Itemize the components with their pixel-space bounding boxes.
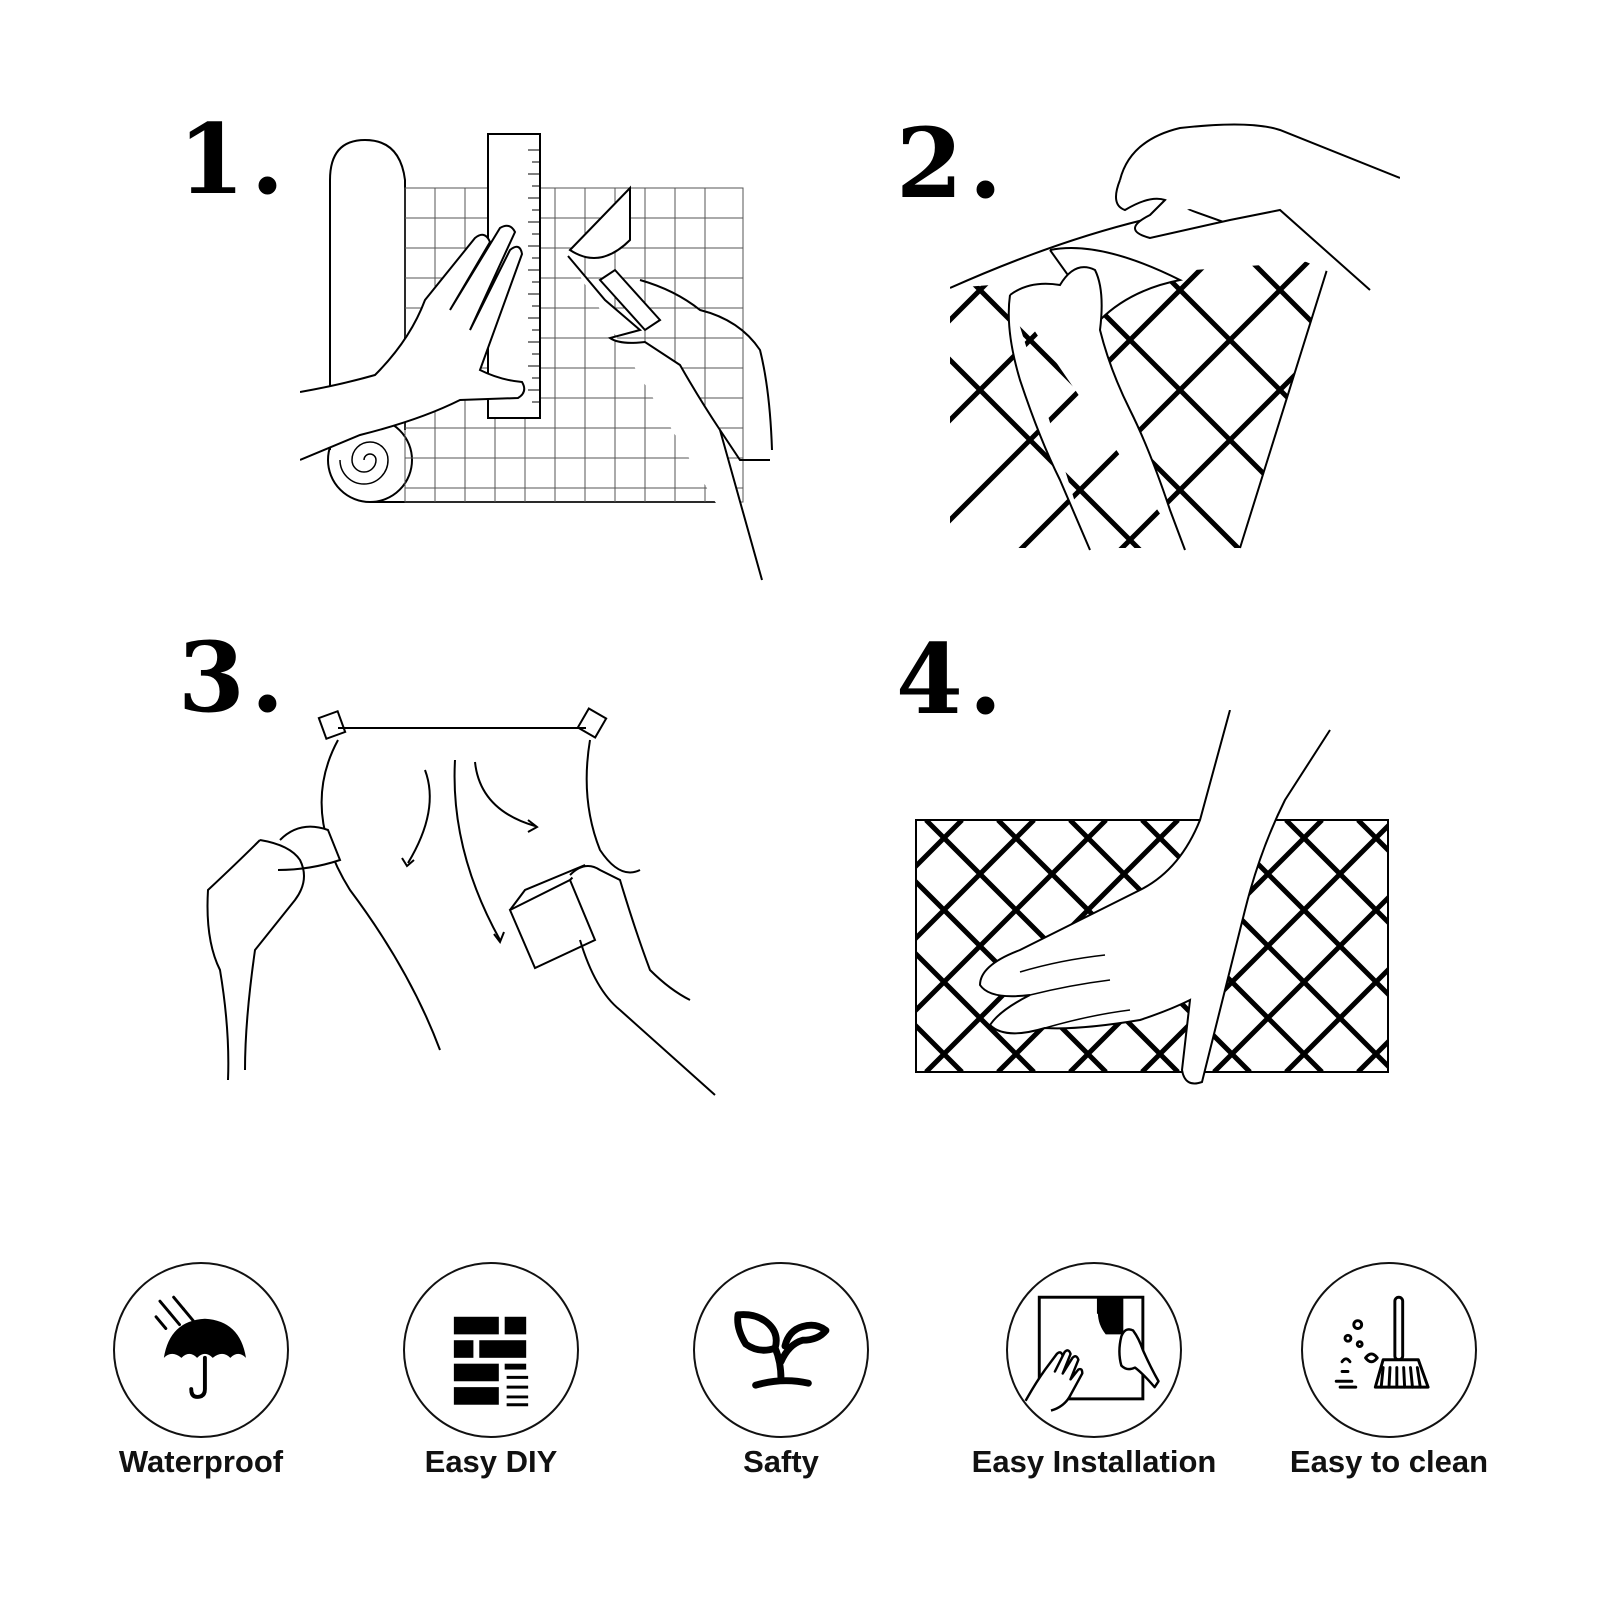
feature-easy-to-clean-label: Easy to clean — [1289, 1444, 1489, 1479]
feature-waterproof-label: Waterproof — [118, 1444, 284, 1479]
feature-easy-diy-label: Easy DIY — [424, 1444, 558, 1479]
step-3-number: 3. — [178, 621, 291, 734]
feature-easy-to-clean: Easy to clean — [1259, 1262, 1519, 1480]
step-1-number: 1. — [178, 103, 291, 216]
feature-safty-badge — [693, 1262, 869, 1438]
feature-safty-label: Safty — [743, 1444, 819, 1479]
feature-easy-installation: Easy Installation — [964, 1262, 1224, 1480]
step-3-illustration-apply-smooth — [200, 700, 720, 1110]
sprout-icon — [734, 1311, 830, 1389]
feature-easy-to-clean-badge — [1301, 1262, 1477, 1438]
feature-waterproof-badge — [113, 1262, 289, 1438]
broom-icon — [1334, 1295, 1430, 1389]
feature-safty: Safty — [651, 1262, 911, 1480]
step-4-illustration-press-flat — [910, 710, 1400, 1100]
brick-wall-icon — [453, 1316, 529, 1407]
feature-easy-installation-label: Easy Installation — [971, 1444, 1217, 1479]
tile-install-hands-icon — [1024, 1295, 1160, 1412]
umbrella-rain-icon — [154, 1295, 246, 1399]
feature-easy-diy: Easy DIY — [361, 1262, 621, 1480]
step-1-illustration-measure-cut — [300, 130, 780, 590]
step-2-illustration-peel-backing — [950, 120, 1400, 560]
feature-easy-installation-badge — [1006, 1262, 1182, 1438]
step-4-number: 4. — [896, 623, 1009, 736]
step-2-number: 2. — [896, 107, 1009, 220]
feature-waterproof: Waterproof — [71, 1262, 331, 1480]
feature-easy-diy-badge — [403, 1262, 579, 1438]
